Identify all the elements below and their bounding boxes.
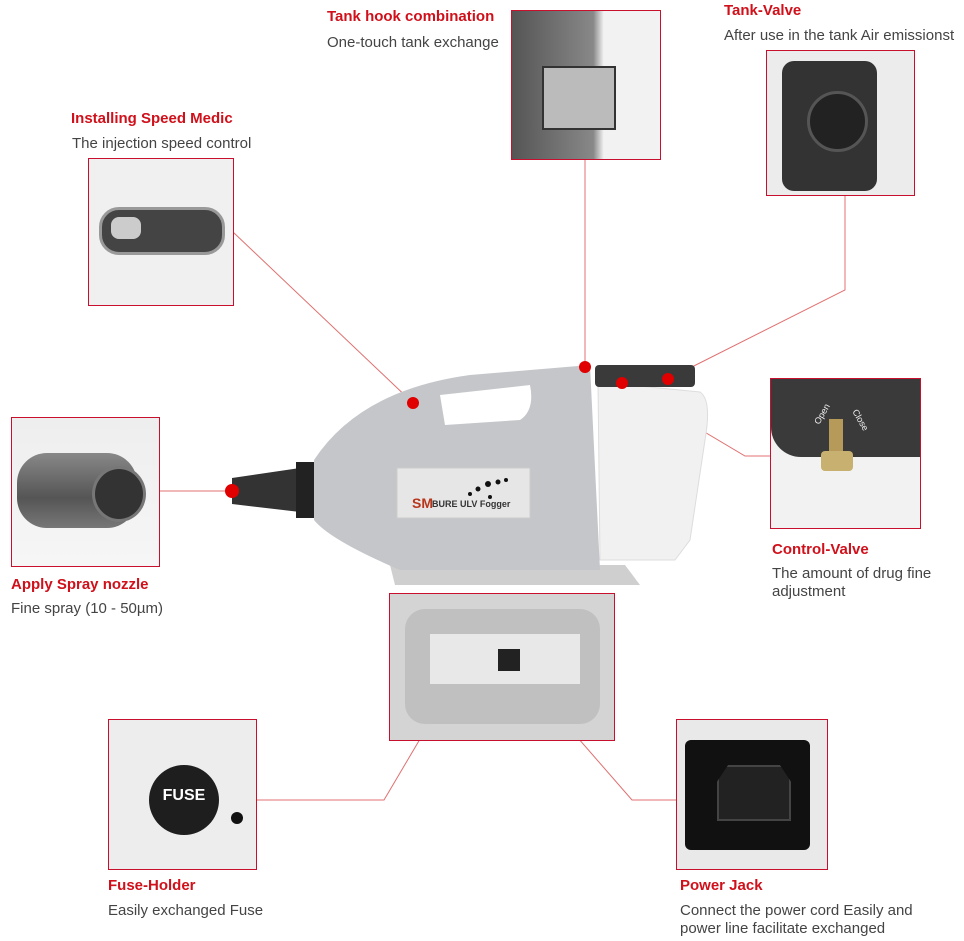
control-valve-desc: The amount of drug fine adjustment bbox=[772, 565, 932, 600]
control-valve-photo: Open Close bbox=[770, 378, 921, 529]
power-jack-desc: Connect the power cord Easily and power … bbox=[680, 902, 913, 937]
speed-medic-desc: The injection speed control bbox=[72, 135, 252, 152]
fuse-holder-photo: FUSE bbox=[108, 719, 257, 870]
tank-hook-title: Tank hook combination bbox=[327, 8, 495, 25]
power-jack-title: Power Jack bbox=[680, 877, 763, 894]
spray-nozzle-desc: Fine spray (10 - 50µm) bbox=[11, 600, 164, 617]
tank-valve-desc: After use in the tank Air emissionst bbox=[724, 27, 955, 44]
spray-nozzle-title: Apply Spray nozzle bbox=[11, 576, 149, 593]
tank-valve-title: Tank-Valve bbox=[724, 2, 802, 19]
bottom-view-photo bbox=[389, 593, 615, 741]
fogger-tank bbox=[597, 381, 709, 561]
fuse-holder-title: Fuse-Holder bbox=[108, 877, 196, 894]
tank-hook-desc: One-touch tank exchange bbox=[327, 34, 499, 51]
power-jack-photo bbox=[676, 719, 828, 870]
control-valve-title: Control-Valve bbox=[772, 541, 869, 558]
tank-hook-photo bbox=[511, 10, 661, 160]
fuse-label: FUSE bbox=[149, 765, 219, 835]
tank-valve-photo bbox=[766, 50, 915, 196]
nozzle-icon bbox=[232, 468, 300, 512]
speed-medic-title: Installing Speed Medic bbox=[71, 110, 233, 127]
fuse-holder-desc: Easily exchanged Fuse bbox=[108, 902, 264, 919]
product-label: BURE ULV Fogger bbox=[432, 499, 511, 509]
spray-nozzle-photo bbox=[11, 417, 160, 567]
speed-medic-photo bbox=[88, 158, 234, 306]
product-logo: SM bbox=[412, 495, 433, 511]
